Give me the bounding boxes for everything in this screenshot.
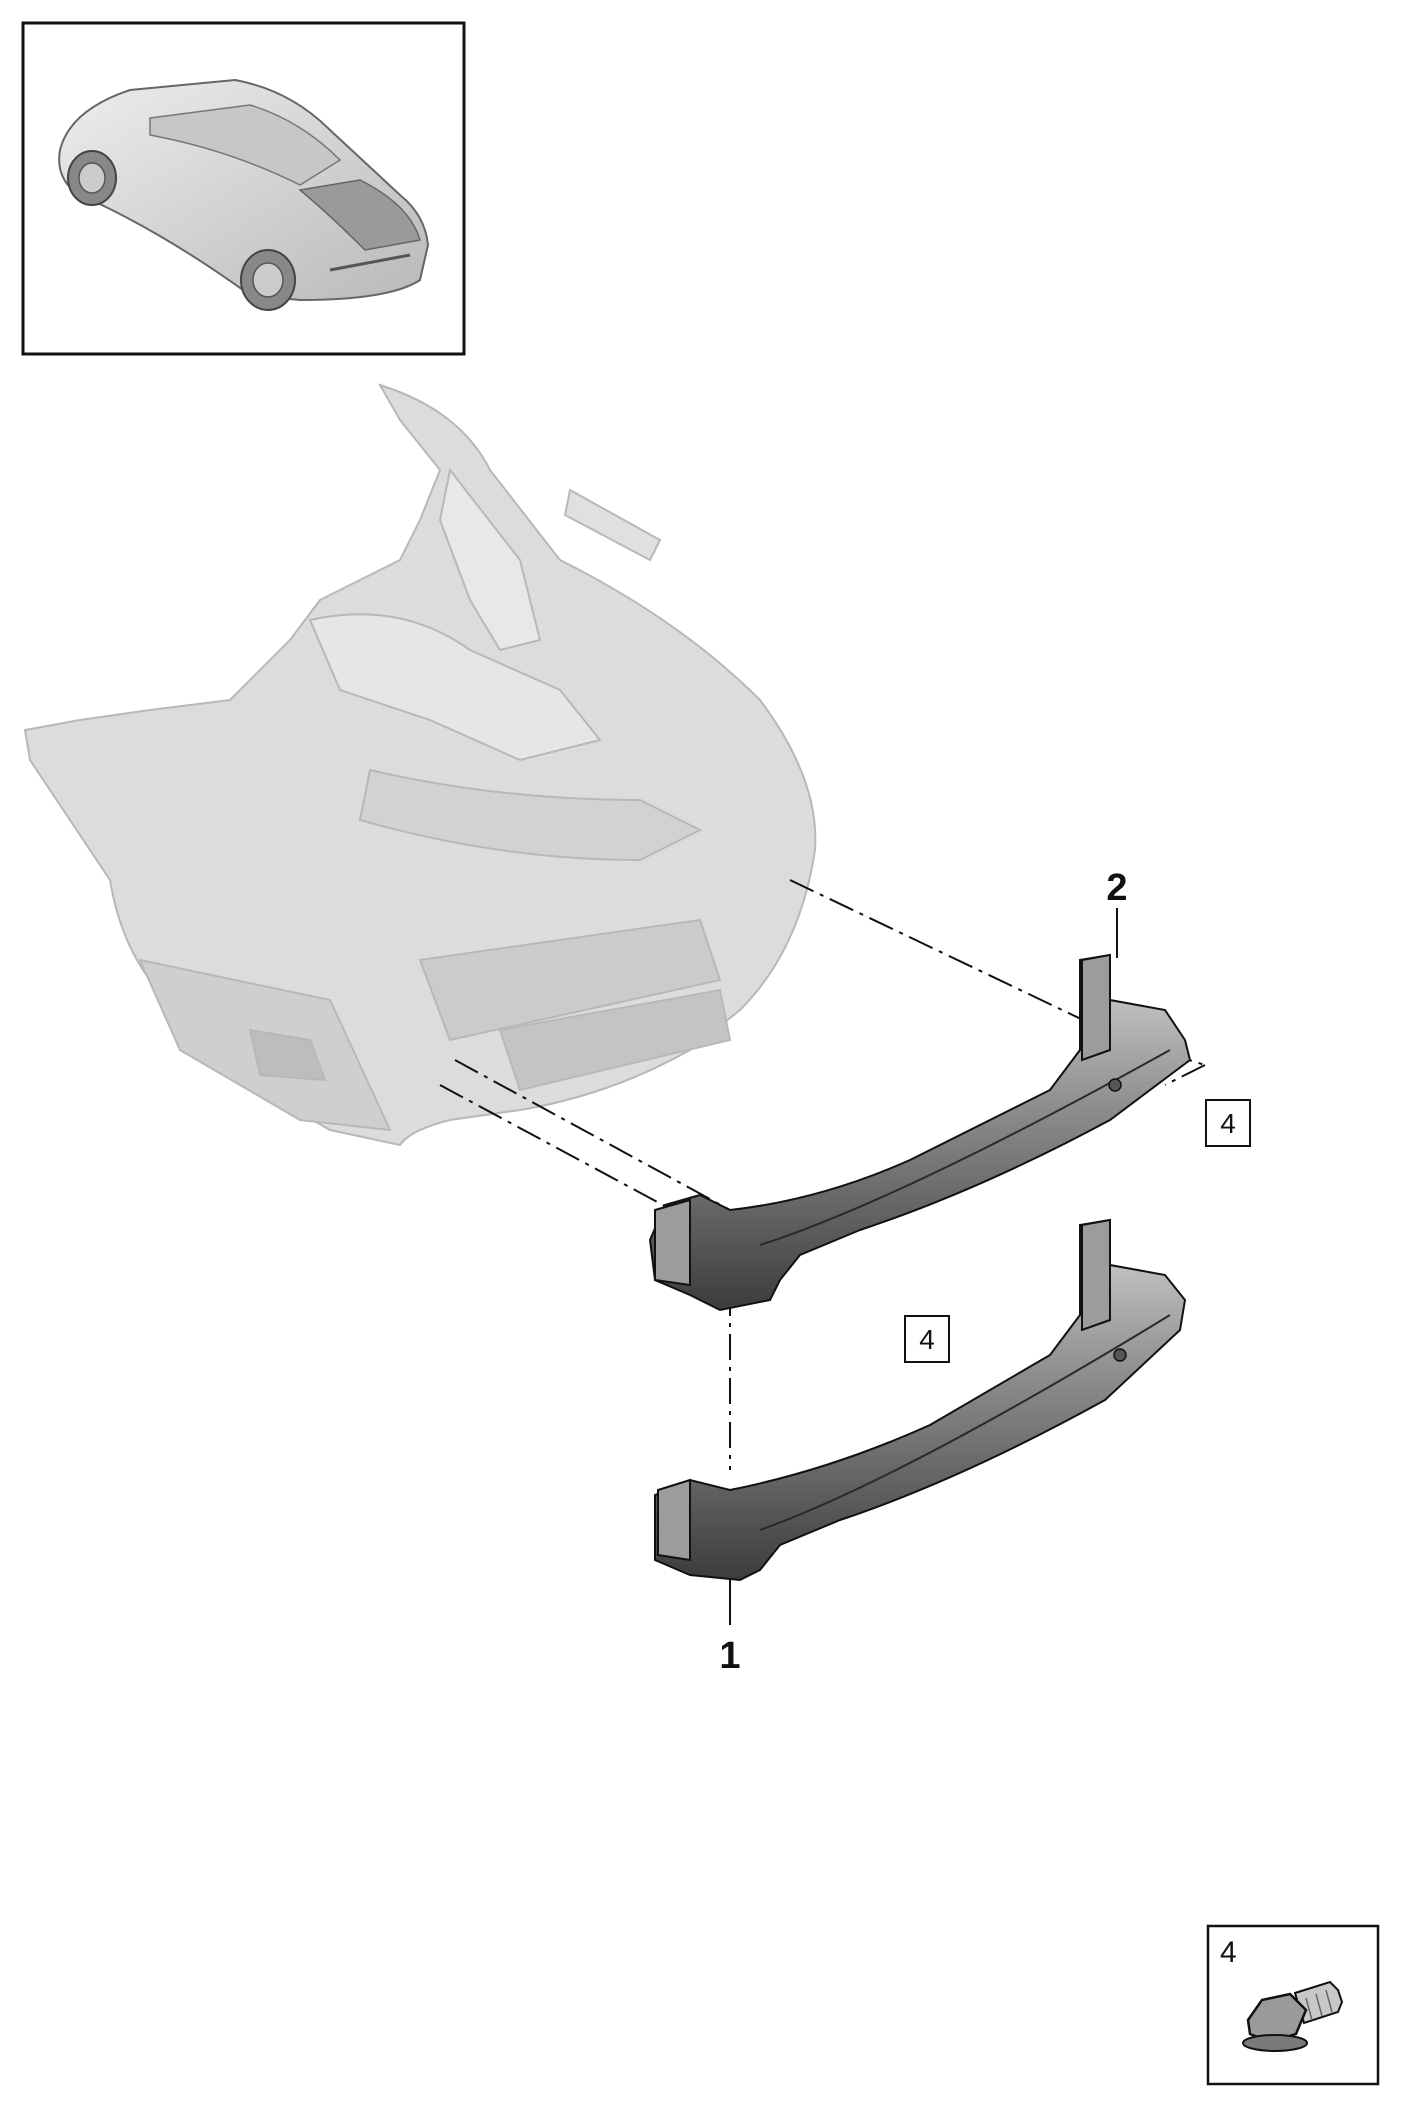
car-rear-view-icon	[58, 78, 430, 311]
bumper-beam-upper	[648, 953, 1192, 1312]
svg-text:1: 1	[719, 1635, 740, 1677]
svg-text:4: 4	[1220, 1936, 1237, 1969]
bumper-beam-lower	[654, 1218, 1187, 1582]
reference-box-lower[interactable]: 4	[904, 1315, 950, 1363]
reference-box-upper[interactable]: 4	[1205, 1099, 1251, 1147]
callout-2[interactable]: 2	[1106, 867, 1128, 958]
legend-part-4: 4	[1206, 1924, 1380, 2086]
vehicle-thumbnail	[21, 21, 466, 356]
svg-text:4: 4	[919, 1324, 935, 1355]
svg-text:4: 4	[1220, 1108, 1236, 1139]
svg-text:2: 2	[1106, 867, 1127, 909]
callout-1[interactable]: 1	[719, 1580, 741, 1677]
bolt-icon	[1242, 1980, 1344, 2052]
body-rear-section-ghost	[23, 383, 817, 1147]
